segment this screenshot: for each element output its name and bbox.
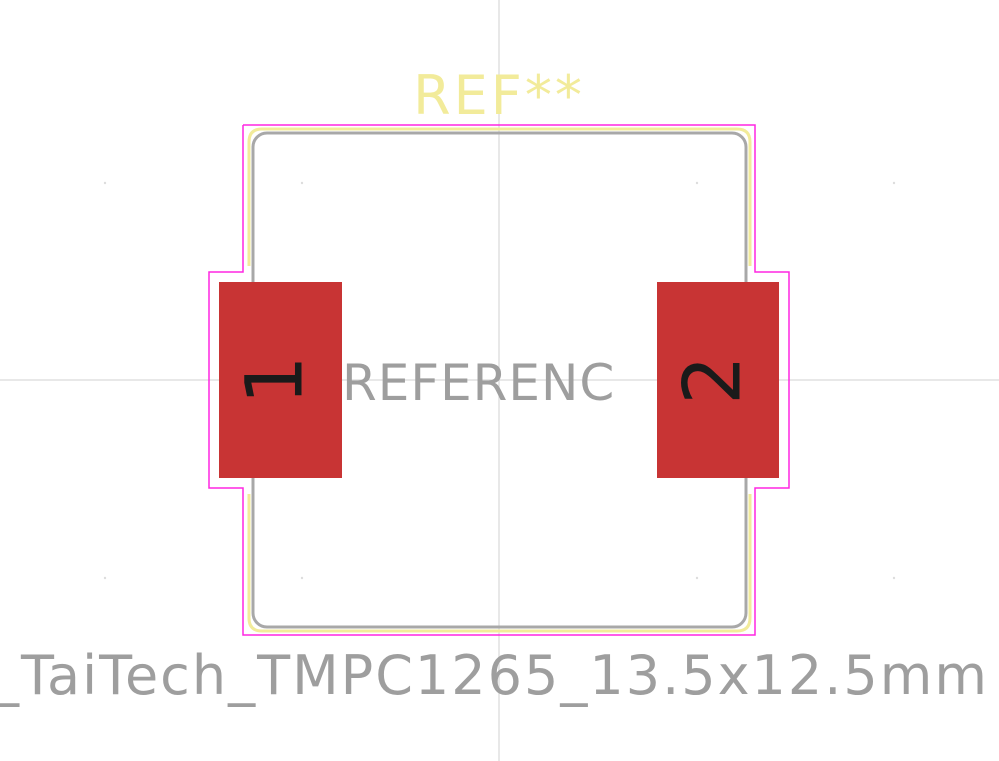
value-label: _TaiTech_TMPC1265_13.5x12.5mm (0, 644, 989, 707)
grid-dots (103, 181, 896, 580)
courtyard-outline (208, 124, 790, 636)
reference-label: REF** (413, 64, 585, 127)
pad-1-copper (219, 282, 342, 478)
silkscreen-outline-bottom (247, 494, 752, 633)
pad-2-number: 2 (668, 355, 758, 405)
pad-1-number: 1 (230, 355, 320, 405)
pad-2[interactable]: 2 (657, 282, 779, 478)
fab-reference-label: REFERENC (342, 354, 615, 412)
pad-1[interactable]: 1 (219, 282, 342, 478)
pad-2-copper (657, 282, 779, 478)
silkscreen-outline-top (247, 127, 752, 266)
